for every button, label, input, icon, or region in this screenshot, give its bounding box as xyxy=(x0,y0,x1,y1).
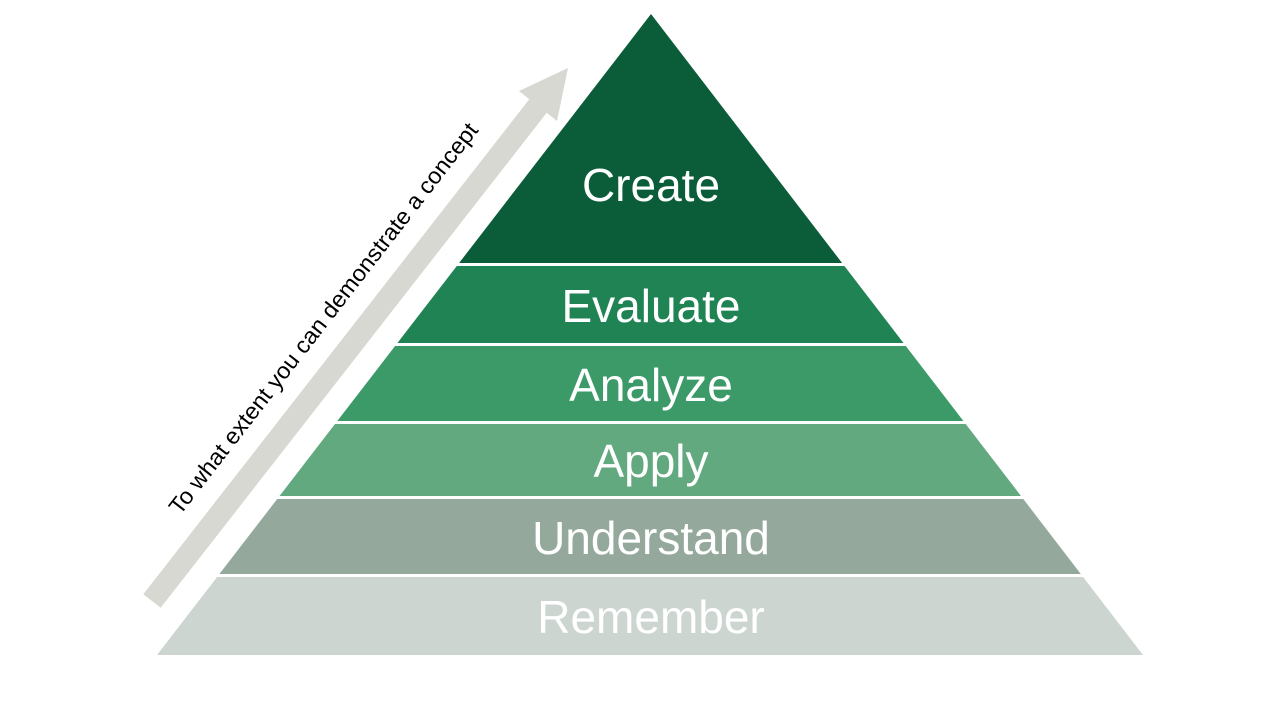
pyramid-level-label-create: Create xyxy=(582,159,720,211)
pyramid-level-create xyxy=(459,14,843,263)
pyramid-level-label-remember: Remember xyxy=(537,591,765,643)
ascending-arrow xyxy=(143,68,569,608)
pyramid-level-label-analyze: Analyze xyxy=(569,359,733,411)
pyramid-level-label-apply: Apply xyxy=(593,435,708,487)
pyramid-level-analyze xyxy=(337,346,964,421)
pyramid-level-remember xyxy=(157,577,1143,655)
pyramid-level-apply xyxy=(279,424,1021,496)
pyramid-levels: CreateEvaluateAnalyzeApplyUnderstandReme… xyxy=(157,14,1143,655)
pyramid-level-label-understand: Understand xyxy=(532,512,770,564)
pyramid-level-evaluate xyxy=(397,266,904,343)
pyramid-level-label-evaluate: Evaluate xyxy=(561,280,740,332)
pyramid-level-understand xyxy=(219,499,1081,574)
